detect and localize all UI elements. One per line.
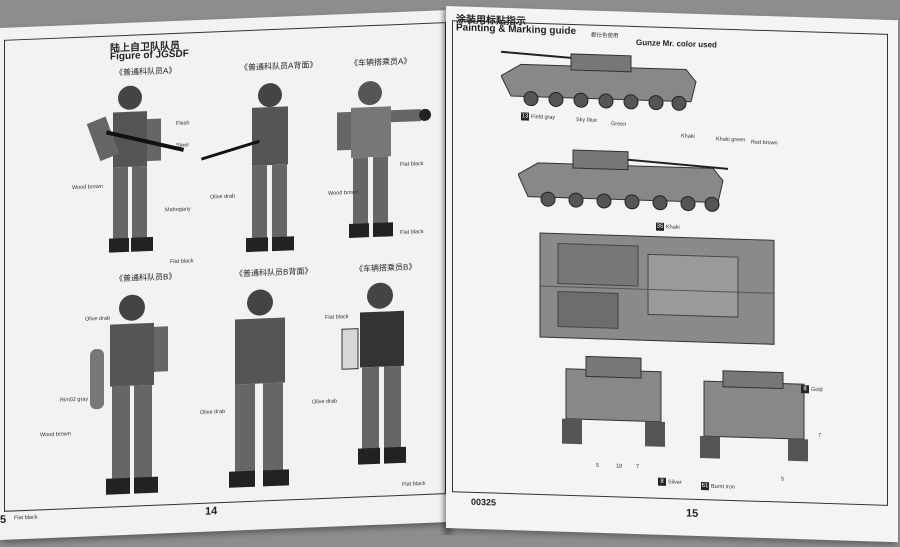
color-label: Steel <box>176 142 189 149</box>
right-page: 涂装用标贴指示 Painting & Marking guide 郡仕色使用 G… <box>446 6 898 543</box>
swatch-label: Sky blue <box>576 117 598 124</box>
color-label: Rim02 gray <box>60 396 89 404</box>
soldier-figure-b-back <box>229 289 289 488</box>
vehicle-rear-view <box>700 370 808 462</box>
swatch-label: Green <box>611 121 627 128</box>
soldier-figure-crew-b <box>341 282 406 465</box>
swatch-label: Khaki <box>681 133 695 140</box>
edge-page-number: 5 <box>0 513 7 526</box>
left-page: 陆上自卫队队员 Figure of JGSDF 《普通科队员A》 《普通科队员A… <box>0 9 452 540</box>
color-label: Wood brown <box>72 183 103 192</box>
vehicle-side-view <box>501 50 697 111</box>
swatch-label: Red brown <box>751 139 778 147</box>
callout-number: 7 <box>818 432 822 439</box>
soldier-figure-a-back <box>201 83 294 253</box>
catalog-number: 00325 <box>471 496 497 508</box>
callout-number: 5 <box>781 476 785 483</box>
page-number: 15 <box>686 507 699 520</box>
soldier-figure-a <box>86 85 185 253</box>
color-label: Olive drab <box>312 398 338 406</box>
vehicle-side-view-2 <box>518 149 729 212</box>
color-header-cn: 郡仕色使用 <box>591 32 619 40</box>
vehicle-top-view <box>539 232 775 345</box>
color-label: Flat black <box>170 258 194 266</box>
color-label: Flat black <box>325 314 349 321</box>
color-label: Olive drab <box>85 315 111 323</box>
vehicle-front-view <box>562 355 665 447</box>
color-label: Flat black <box>400 160 424 168</box>
color-label: Olive drab <box>200 408 226 416</box>
callout-number: 5 <box>596 462 600 469</box>
swatch-label: Khaki green <box>716 136 746 144</box>
color-label: Flat black <box>402 480 426 488</box>
callout-number: 7 <box>636 463 640 471</box>
soldier-figure-b <box>90 294 168 495</box>
color-label: Olive drab <box>210 193 236 201</box>
soldier-figure-crew-a <box>337 81 431 238</box>
color-label: Flesh <box>176 120 190 127</box>
color-label: Flat black <box>400 228 424 236</box>
color-label: Flat black <box>14 514 38 522</box>
callout-number: 18 <box>616 463 623 470</box>
color-label: Wood brown <box>40 431 71 439</box>
color-label: Wood brown <box>328 189 359 197</box>
color-label: Mahogany <box>165 206 191 214</box>
page-number: 14 <box>205 505 218 518</box>
